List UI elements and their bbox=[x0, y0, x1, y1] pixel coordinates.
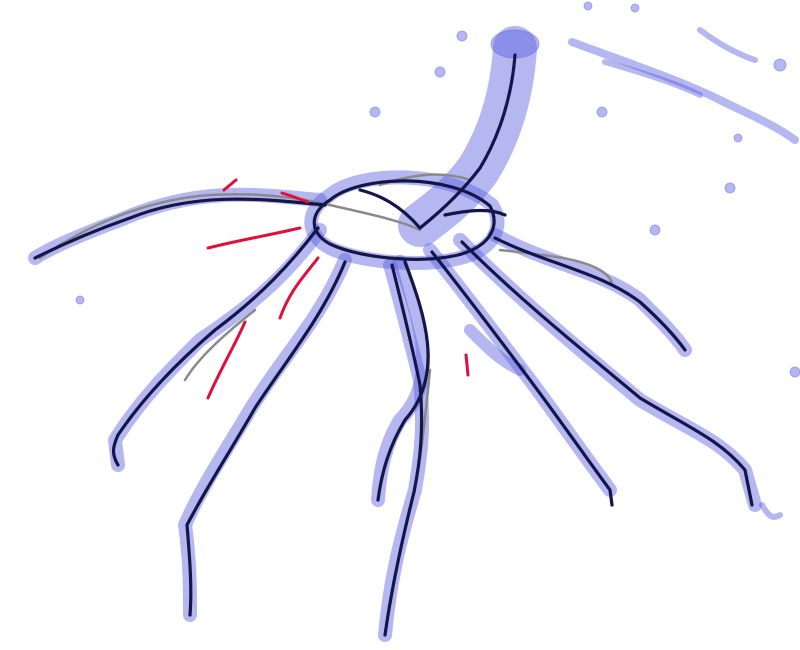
centerline-ring bbox=[312, 179, 496, 261]
vessel-volume bbox=[28, 1, 800, 642]
blob bbox=[630, 3, 640, 13]
missed-branches bbox=[206, 178, 470, 400]
blob-streak bbox=[568, 38, 799, 144]
missed-branch bbox=[280, 191, 310, 204]
centerline-branch bbox=[111, 226, 320, 467]
branch-volume bbox=[371, 255, 431, 507]
blob bbox=[75, 295, 85, 305]
centerline-branch bbox=[383, 263, 424, 637]
centerline-branch bbox=[376, 260, 430, 502]
centerline-branch bbox=[358, 188, 422, 230]
missed-branch bbox=[206, 320, 247, 400]
blob bbox=[789, 366, 800, 378]
missed-branch bbox=[278, 256, 320, 320]
blob bbox=[733, 133, 743, 143]
centerline-trunk bbox=[418, 53, 517, 230]
missed-branch bbox=[222, 178, 238, 192]
blob bbox=[456, 30, 468, 42]
branch-volume bbox=[464, 324, 526, 376]
centerline-branch bbox=[185, 260, 347, 617]
centerline-branch bbox=[443, 208, 507, 217]
blob bbox=[596, 106, 608, 118]
blob bbox=[583, 1, 593, 11]
blob bbox=[724, 182, 736, 194]
trunk-volume bbox=[398, 26, 537, 247]
branch-volume bbox=[178, 253, 352, 622]
blob bbox=[773, 58, 787, 72]
centerline-branch bbox=[493, 236, 687, 352]
blob-streak bbox=[697, 27, 758, 63]
blob-streak bbox=[602, 59, 703, 98]
centerline-branch bbox=[430, 250, 614, 507]
blob bbox=[434, 66, 446, 78]
centerline-branch bbox=[33, 197, 327, 260]
blob-streak bbox=[759, 502, 783, 520]
blob bbox=[649, 224, 661, 236]
missed-branch bbox=[464, 353, 470, 377]
ring-volume bbox=[304, 170, 505, 270]
blob bbox=[369, 106, 381, 118]
predicted-centerline bbox=[33, 53, 754, 637]
centerline-branch bbox=[460, 240, 754, 507]
reference-path bbox=[183, 308, 257, 382]
reference-path bbox=[328, 203, 422, 232]
missed-branch bbox=[206, 226, 302, 250]
